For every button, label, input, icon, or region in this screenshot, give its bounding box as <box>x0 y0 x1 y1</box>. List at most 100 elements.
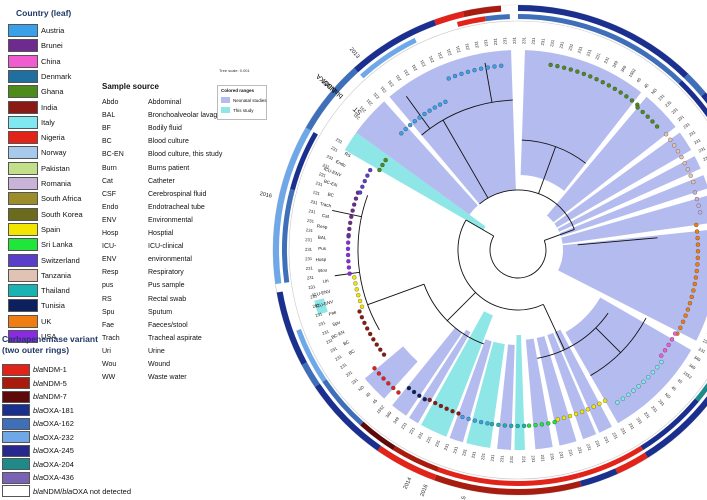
leaf-node <box>694 196 700 202</box>
leaf-node <box>377 167 382 173</box>
range-label: Neonatal studies <box>233 97 267 103</box>
st-label: 231 <box>379 85 388 94</box>
st-label: 231 <box>549 453 555 461</box>
outer-ring-segment <box>276 291 307 366</box>
carbapenemase-swatch <box>2 431 30 443</box>
leaf-node <box>465 69 471 75</box>
leaf-node <box>685 167 690 172</box>
tip-labels: BCBCBC-ENSpuFaeICU-ENVICU-ENVUriWouHospP… <box>312 151 356 356</box>
st-label: 231 <box>445 47 452 56</box>
leaf-node <box>682 161 687 166</box>
leaf-node <box>654 124 660 129</box>
leaf-node <box>680 319 686 324</box>
leaf-node <box>383 157 388 163</box>
leaf-node <box>568 67 573 72</box>
leaf-node <box>403 126 408 132</box>
leaf-node <box>357 190 363 195</box>
leaf-node <box>669 337 675 342</box>
leaf-node <box>688 173 693 178</box>
leaf-node <box>636 384 641 389</box>
sample-description: Bodily fluid <box>148 125 182 133</box>
leaf-node <box>620 396 626 401</box>
leaf-node <box>422 397 427 402</box>
tip-label: Cat <box>322 213 330 219</box>
st-label: 231 <box>585 48 592 57</box>
branch-radial <box>367 283 425 306</box>
st-label: 231 <box>558 40 565 49</box>
leaf-node <box>646 374 651 380</box>
inner-ring-segment <box>392 445 439 472</box>
leaf-node <box>411 389 417 395</box>
colored-range <box>514 334 525 450</box>
st-label: 231 <box>425 435 433 444</box>
st-label: 231 <box>372 91 381 100</box>
leaf-node <box>546 421 551 426</box>
country-swatch <box>8 192 38 206</box>
tree-branches <box>332 62 658 376</box>
leaf-node <box>345 246 351 251</box>
country-label: Spain <box>41 224 61 234</box>
carbapenemase-label: blaOXA-181 <box>33 405 74 415</box>
carbapenemase-legend-item: blaOXA-232 <box>2 430 74 445</box>
leaf-node <box>573 411 579 417</box>
country-label: UK <box>41 316 52 326</box>
leaf-node <box>685 307 691 312</box>
carbapenemase-swatch <box>2 363 30 376</box>
tip-label: BC-EN <box>323 178 338 187</box>
sample-code: Cat <box>102 177 113 185</box>
leaf-node <box>365 326 370 331</box>
sample-description: Respiratory <box>148 269 184 277</box>
carbapenemase-legend-item: blaOXA-204 <box>2 457 74 472</box>
country-legend-item: Tunisia <box>8 298 65 313</box>
st-label: 231 <box>549 39 555 47</box>
country-legend-item: Norway <box>8 145 66 160</box>
leaf-node <box>526 423 532 428</box>
country-swatch <box>8 314 38 328</box>
st-label: 231 <box>603 436 611 445</box>
st-label: 231 <box>594 51 602 60</box>
leaf-node <box>345 252 351 258</box>
year-label: 2014 <box>403 477 414 491</box>
carbapenemase-legend-item: blaNDM-7 <box>2 389 67 404</box>
country-swatch <box>8 222 38 236</box>
country-legend-item: Ghana <box>8 84 64 99</box>
sample-code: ICU- <box>102 243 117 251</box>
country-swatch <box>8 54 38 68</box>
st-label: 231 <box>321 329 330 337</box>
leaf-node <box>406 385 412 391</box>
leaf-node <box>368 167 373 173</box>
st-label: 231 <box>464 42 471 51</box>
country-legend-item: South Korea <box>8 207 83 222</box>
sample-description: Rectal swab <box>148 295 187 303</box>
leaf-node <box>675 149 681 154</box>
country-swatch <box>8 238 38 252</box>
outer-ring-segment <box>500 5 518 12</box>
colored-range <box>364 346 418 399</box>
colored-range-item: Neonatal studies <box>221 97 267 103</box>
st-label: 231 <box>628 422 636 431</box>
st-label: 231 <box>567 43 574 52</box>
leaf-node <box>692 190 698 195</box>
leaf-node <box>631 388 636 393</box>
carbapenemase-label: blaNDM/blaOXA not detected <box>33 486 131 496</box>
leaf-node <box>581 71 586 77</box>
carbapenemase-label: blaNDM-7 <box>33 392 67 401</box>
sample-code: WW <box>102 374 116 382</box>
leaf-node <box>641 379 646 384</box>
leaf-node <box>359 304 365 309</box>
st-label: 231 <box>310 199 319 206</box>
carbapenemase-legend-title: Carbapenemase variant <box>2 334 98 344</box>
st-label: 231 <box>427 54 435 63</box>
st-label: 231 <box>434 439 442 448</box>
leaf-node <box>594 77 599 82</box>
colored-ranges <box>314 50 707 450</box>
leaf-node <box>452 73 458 79</box>
leaf-node <box>612 86 617 92</box>
carbapenemase-swatch <box>2 404 30 416</box>
range-label: This study <box>233 107 254 113</box>
st-label: 349 <box>392 415 400 424</box>
leaf-node <box>697 210 703 215</box>
